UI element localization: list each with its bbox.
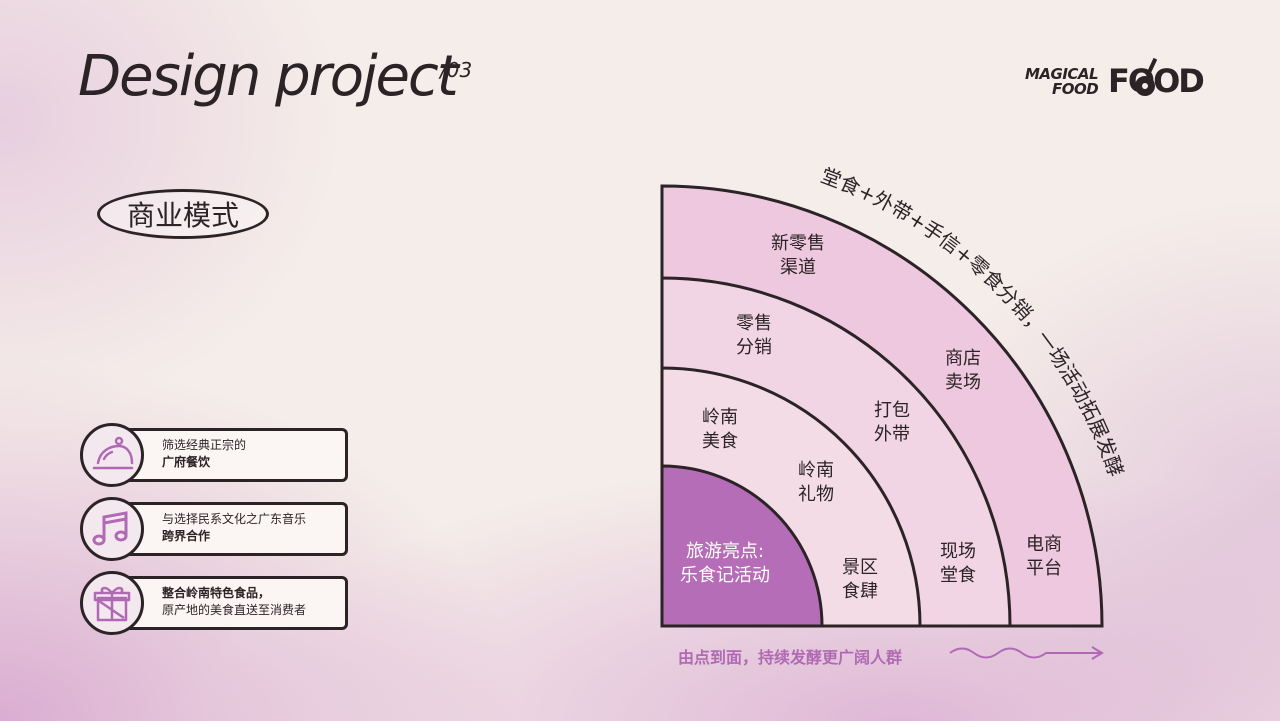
- feature-icon-circle: [80, 423, 144, 487]
- ring2-top-label: 岭南 美食: [702, 406, 738, 454]
- label-line: 分销: [736, 337, 772, 358]
- label-line: 景区: [842, 557, 878, 578]
- feature-line1: 与选择民系文化之广东音乐: [162, 512, 307, 526]
- label-line: 渠道: [780, 257, 816, 278]
- feature-card-music: 与选择民系文化之广东音乐 跨界合作: [80, 497, 350, 561]
- guitar-icon: [1135, 57, 1158, 96]
- feature-icon-circle: [80, 571, 144, 635]
- page-number: /03: [440, 58, 473, 82]
- ring-core: [660, 464, 824, 628]
- page-title: Design project: [78, 44, 459, 109]
- feature-icon-circle: [80, 497, 144, 561]
- feature-line2: 原产地的美食直送至消费者: [162, 603, 307, 617]
- ring2-mid-label: 岭南 礼物: [798, 459, 834, 507]
- ring2-bottom-label: 景区 食肆: [842, 556, 878, 604]
- logo-text-line2: FOOD: [1052, 80, 1099, 98]
- label-line: 岭南: [798, 460, 834, 481]
- feature-line2: 跨界合作: [162, 529, 211, 543]
- arrow-line: [949, 647, 1100, 659]
- feature-card-box: [114, 576, 348, 630]
- label-line: 打包: [874, 400, 910, 421]
- brand-logo: MAGICAL FOOD FOOD: [1024, 57, 1205, 102]
- arrow-head: [1091, 646, 1104, 660]
- business-model-badge: 商业模式: [97, 189, 269, 239]
- radial-diagram: 堂食+外带+手信+零食分销，一场活动拓展发酵 旅游亮点: 乐食记活动 岭南 美食…: [640, 150, 1200, 660]
- feature-card-catering: 筛选经典正宗的 广府餐饮: [80, 423, 350, 487]
- ring4-bottom-label: 电商 平台: [1026, 533, 1062, 581]
- label-line: 平台: [1026, 558, 1062, 579]
- label-line: 现场: [940, 541, 976, 562]
- label-line: 外带: [874, 424, 910, 445]
- radial-diagram-svg: 堂食+外带+手信+零食分销，一场活动拓展发酵: [660, 163, 1128, 660]
- label-line: 零售: [736, 313, 772, 334]
- core-label: 旅游亮点: 乐食记活动: [680, 540, 770, 588]
- feature-line1: 整合岭南特色食品，: [162, 586, 271, 600]
- label-line: 新零售: [771, 233, 825, 254]
- gift-box-icon: [93, 586, 131, 622]
- diagram-footer: 由点到面，持续发酵更广阔人群: [678, 648, 903, 667]
- ring4-top-label: 新零售 渠道: [771, 232, 825, 280]
- label-line: 商店: [945, 348, 981, 369]
- label-line: 堂食: [940, 565, 976, 586]
- label-line: 礼物: [798, 484, 834, 505]
- label-line: 食肆: [842, 581, 878, 602]
- ring4-mid-label: 商店 卖场: [945, 347, 981, 395]
- logo-text-line1: MAGICAL: [1025, 65, 1099, 83]
- feature-card-box: [114, 428, 348, 482]
- label-line: 美食: [702, 431, 738, 452]
- feature-card-gift: 整合岭南特色食品， 原产地的美食直送至消费者: [80, 571, 350, 635]
- label-line: 电商: [1026, 534, 1062, 555]
- label-line: 卖场: [945, 372, 981, 393]
- ring3-top-label: 零售 分销: [736, 312, 772, 360]
- feature-line2: 广府餐饮: [162, 455, 211, 469]
- feature-text: 筛选经典正宗的 广府餐饮: [162, 437, 246, 471]
- feature-card-box: [114, 502, 348, 556]
- core-label-line2: 乐食记活动: [680, 565, 770, 586]
- food-cloche-icon: [92, 436, 134, 470]
- core-label-line1: 旅游亮点:: [685, 541, 765, 562]
- music-note-icon: [92, 511, 128, 546]
- logo-wordmark: FOOD: [1108, 62, 1205, 100]
- ring3-mid-label: 打包 外带: [874, 399, 910, 447]
- feature-line1: 筛选经典正宗的: [162, 438, 247, 452]
- label-line: 岭南: [702, 407, 738, 428]
- feature-text: 与选择民系文化之广东音乐 跨界合作: [162, 511, 306, 545]
- ring3-bottom-label: 现场 堂食: [940, 540, 976, 588]
- feature-text: 整合岭南特色食品， 原产地的美食直送至消费者: [162, 585, 306, 619]
